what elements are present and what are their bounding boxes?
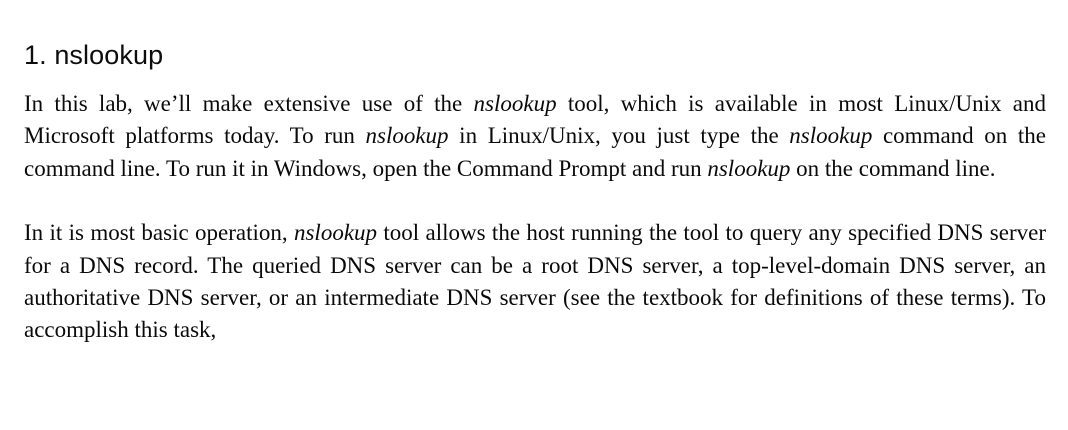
italic-term-nslookup: nslookup [473, 91, 557, 116]
document-body: In this lab, we’ll make extensive use of… [24, 88, 1046, 347]
paragraph-2: In it is most basic operation, nslookup … [24, 217, 1046, 347]
text-run: tool allows the host running the tool to… [24, 220, 1046, 343]
text-run: in Linux/Unix, you just type the [448, 123, 790, 149]
italic-term-nslookup: nslookup [789, 123, 873, 149]
paragraph-1: In this lab, we’ll make extensive use of… [24, 88, 1046, 185]
text-run: In it is most basic operation, [24, 220, 294, 246]
text-run: command on the command line. To run it i… [24, 123, 1047, 181]
text-run: In this lab, we’ll make extensive use of… [24, 91, 474, 116]
italic-term-nslookup: nslookup [365, 123, 449, 149]
text-run: on the command line. [790, 155, 996, 181]
italic-term-nslookup: nslookup [707, 155, 791, 181]
page-title: 1. nslookup [24, 40, 164, 71]
text-run: tool, which is available in most Linux/U… [24, 91, 1047, 149]
italic-term-nslookup: nslookup [293, 220, 378, 246]
